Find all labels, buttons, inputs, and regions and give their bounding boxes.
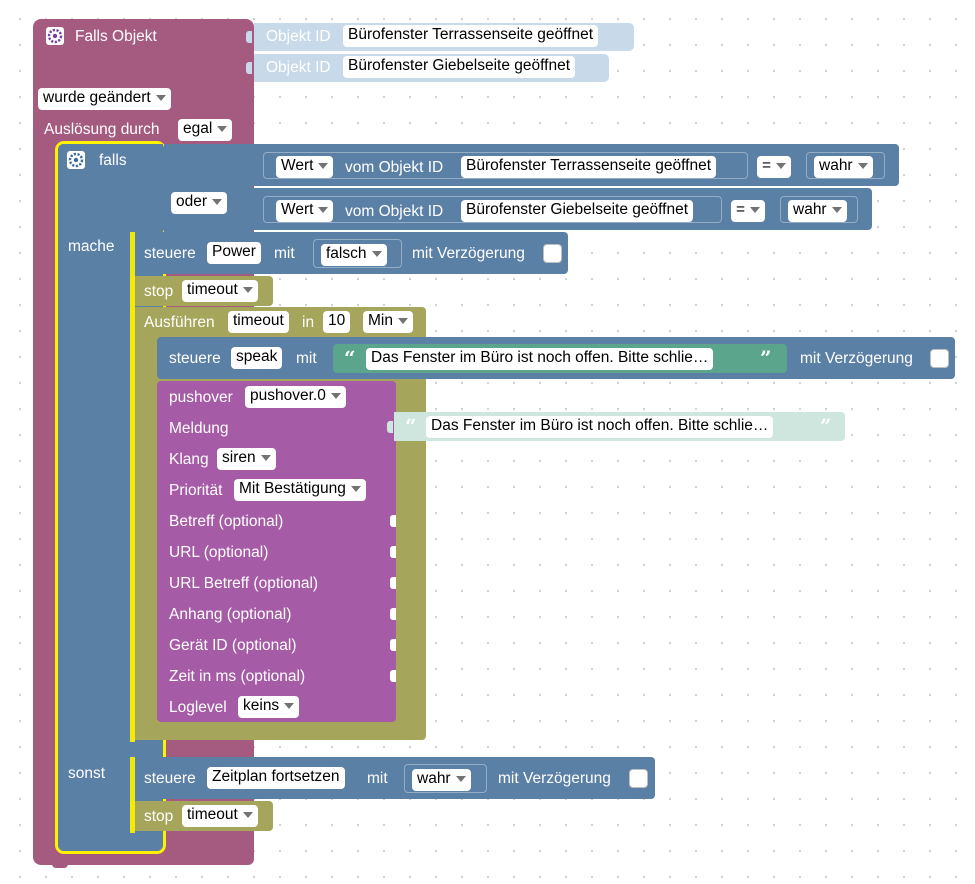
- stop-timeout-1-label: stop: [144, 283, 174, 300]
- pushover-message-connector: [387, 421, 393, 433]
- cond2-objid-field[interactable]: Bürofenster Giebelseite geöffnet: [461, 200, 694, 222]
- triggered-by-dropdown[interactable]: egal: [178, 119, 233, 141]
- condition-1-value-slot: [806, 152, 885, 179]
- speak-open-quote-icon: “: [344, 346, 356, 370]
- run-timeout-name-field[interactable]: timeout: [228, 311, 289, 333]
- triggered-by-label: Auslösung durch: [44, 121, 160, 138]
- control-power-steuere-label: steuere: [144, 245, 196, 262]
- control-zeitplan-steuere-label: steuere: [144, 770, 196, 787]
- control-zeitplan-value-dropdown[interactable]: wahr: [412, 769, 471, 791]
- control-power-delay-label: mit Verzögerung: [412, 245, 525, 262]
- pushover-open-quote-icon: “: [405, 414, 417, 438]
- pushover-anhang-input-slot[interactable]: [390, 608, 396, 620]
- pushover-block[interactable]: [157, 381, 396, 722]
- or-dropdown[interactable]: oder: [171, 192, 228, 214]
- pushover-geraet-input-slot[interactable]: [390, 639, 396, 651]
- pushover-zeit-label: Zeit in ms (optional): [169, 668, 306, 685]
- cond1-operator-dropdown[interactable]: =: [757, 156, 792, 178]
- pushover-zeit-input-slot[interactable]: [390, 670, 396, 682]
- pushover-anhang-label: Anhang (optional): [169, 606, 292, 623]
- trigger-gear-icon[interactable]: [46, 27, 64, 45]
- speak-close-quote-icon: ”: [760, 346, 772, 370]
- pushover-url-label: URL (optional): [169, 544, 269, 561]
- pushover-url-betreff-input-slot[interactable]: [390, 577, 396, 589]
- objid-label-1: Objekt ID: [266, 28, 331, 45]
- control-zeitplan-mit-label: mit: [367, 770, 388, 787]
- condition-1-inner-value[interactable]: [263, 152, 748, 179]
- control-speak-delay-checkbox[interactable]: [930, 349, 949, 368]
- pushover-url-betreff-label: URL Betreff (optional): [169, 575, 319, 592]
- run-timeout-unit-dropdown[interactable]: Min: [363, 311, 413, 333]
- if-mache-label: mache: [68, 238, 115, 255]
- control-speak-delay-label: mit Verzögerung: [800, 350, 913, 367]
- condition-2-value-slot: [780, 196, 858, 223]
- objid-field-2[interactable]: Bürofenster Giebelseite geöffnet: [343, 56, 576, 78]
- control-power-value-dropdown[interactable]: falsch: [321, 244, 387, 266]
- or-block[interactable]: [163, 144, 253, 233]
- control-zeitplan-delay-label: mit Verzögerung: [498, 770, 611, 787]
- control-zeitplan-delay-checkbox[interactable]: [629, 769, 648, 788]
- if-sonst-label: sonst: [68, 765, 106, 782]
- pushover-betreff-input-slot[interactable]: [390, 515, 396, 527]
- pushover-close-quote-icon: ”: [820, 414, 832, 438]
- cond1-value-dropdown[interactable]: wahr: [814, 156, 873, 178]
- or-block-connector: [157, 152, 163, 164]
- changed-dropdown[interactable]: wurde geändert: [38, 88, 171, 110]
- cond1-wert-dropdown[interactable]: Wert: [276, 156, 334, 178]
- trigger-title: Falls Objekt: [75, 28, 157, 45]
- pushover-label: pushover: [169, 389, 233, 406]
- pushover-message-field[interactable]: Das Fenster im Büro ist noch offen. Bitt…: [426, 416, 774, 438]
- control-power-delay-checkbox[interactable]: [543, 244, 562, 263]
- cond2-vom-label: vom Objekt ID: [345, 203, 444, 220]
- pushover-geraet-label: Gerät ID (optional): [169, 637, 297, 654]
- pushover-loglevel-label: Loglevel: [169, 699, 227, 716]
- control-power-target-field[interactable]: Power: [207, 242, 261, 264]
- control-zeitplan-value-slot: [404, 764, 487, 793]
- objid-field-1[interactable]: Bürofenster Terrassenseite geöffnet: [343, 25, 598, 47]
- objid-label-2: Objekt ID: [266, 59, 331, 76]
- run-timeout-number-field[interactable]: 10: [323, 311, 351, 333]
- control-speak-mit-label: mit: [296, 350, 317, 367]
- stop-timeout-1-dropdown[interactable]: timeout: [182, 280, 258, 302]
- control-zeitplan-target-field[interactable]: Zeitplan fortsetzen: [207, 767, 345, 789]
- speak-text-field[interactable]: Das Fenster im Büro ist noch offen. Bitt…: [366, 348, 714, 370]
- pushover-meldung-label: Meldung: [169, 420, 229, 437]
- pushover-url-input-slot[interactable]: [390, 546, 396, 558]
- pushover-betreff-label: Betreff (optional): [169, 513, 284, 530]
- pushover-instance-dropdown[interactable]: pushover.0: [245, 386, 346, 408]
- run-timeout-in-label: in: [302, 314, 315, 331]
- pushover-loglevel-dropdown[interactable]: keins: [238, 696, 300, 718]
- if-sonst-statement-mouth: [130, 757, 135, 833]
- stop-timeout-2-dropdown[interactable]: timeout: [182, 805, 258, 827]
- pushover-priority-dropdown[interactable]: Mit Bestätigung: [234, 479, 366, 501]
- if-gear-icon[interactable]: [67, 151, 85, 169]
- trigger-block-bottom-notch: [52, 862, 68, 868]
- control-power-value-slot: [313, 239, 402, 268]
- if-falls-label: falls: [99, 152, 127, 169]
- objid-block-1-connector: [246, 31, 252, 43]
- pushover-sound-dropdown[interactable]: siren: [217, 448, 276, 470]
- control-speak-target-field[interactable]: speak: [231, 347, 283, 369]
- control-speak-steuere-label: steuere: [169, 350, 221, 367]
- cond1-objid-field[interactable]: Bürofenster Terrassenseite geöffnet: [461, 156, 716, 178]
- if-mache-statement-mouth: [130, 232, 135, 742]
- run-timeout-label: Ausführen: [144, 314, 215, 331]
- stop-timeout-2-label: stop: [144, 808, 174, 825]
- condition-2-inner-value[interactable]: [263, 196, 722, 223]
- cond1-vom-label: vom Objekt ID: [345, 159, 444, 176]
- pushover-priority-label: Priorität: [169, 482, 223, 499]
- objid-block-2-connector: [246, 62, 252, 74]
- control-power-mit-label: mit: [274, 245, 295, 262]
- cond2-value-dropdown[interactable]: wahr: [788, 200, 847, 222]
- cond2-wert-dropdown[interactable]: Wert: [276, 200, 334, 222]
- pushover-klang-label: Klang: [169, 451, 209, 468]
- cond2-operator-dropdown[interactable]: =: [731, 200, 766, 222]
